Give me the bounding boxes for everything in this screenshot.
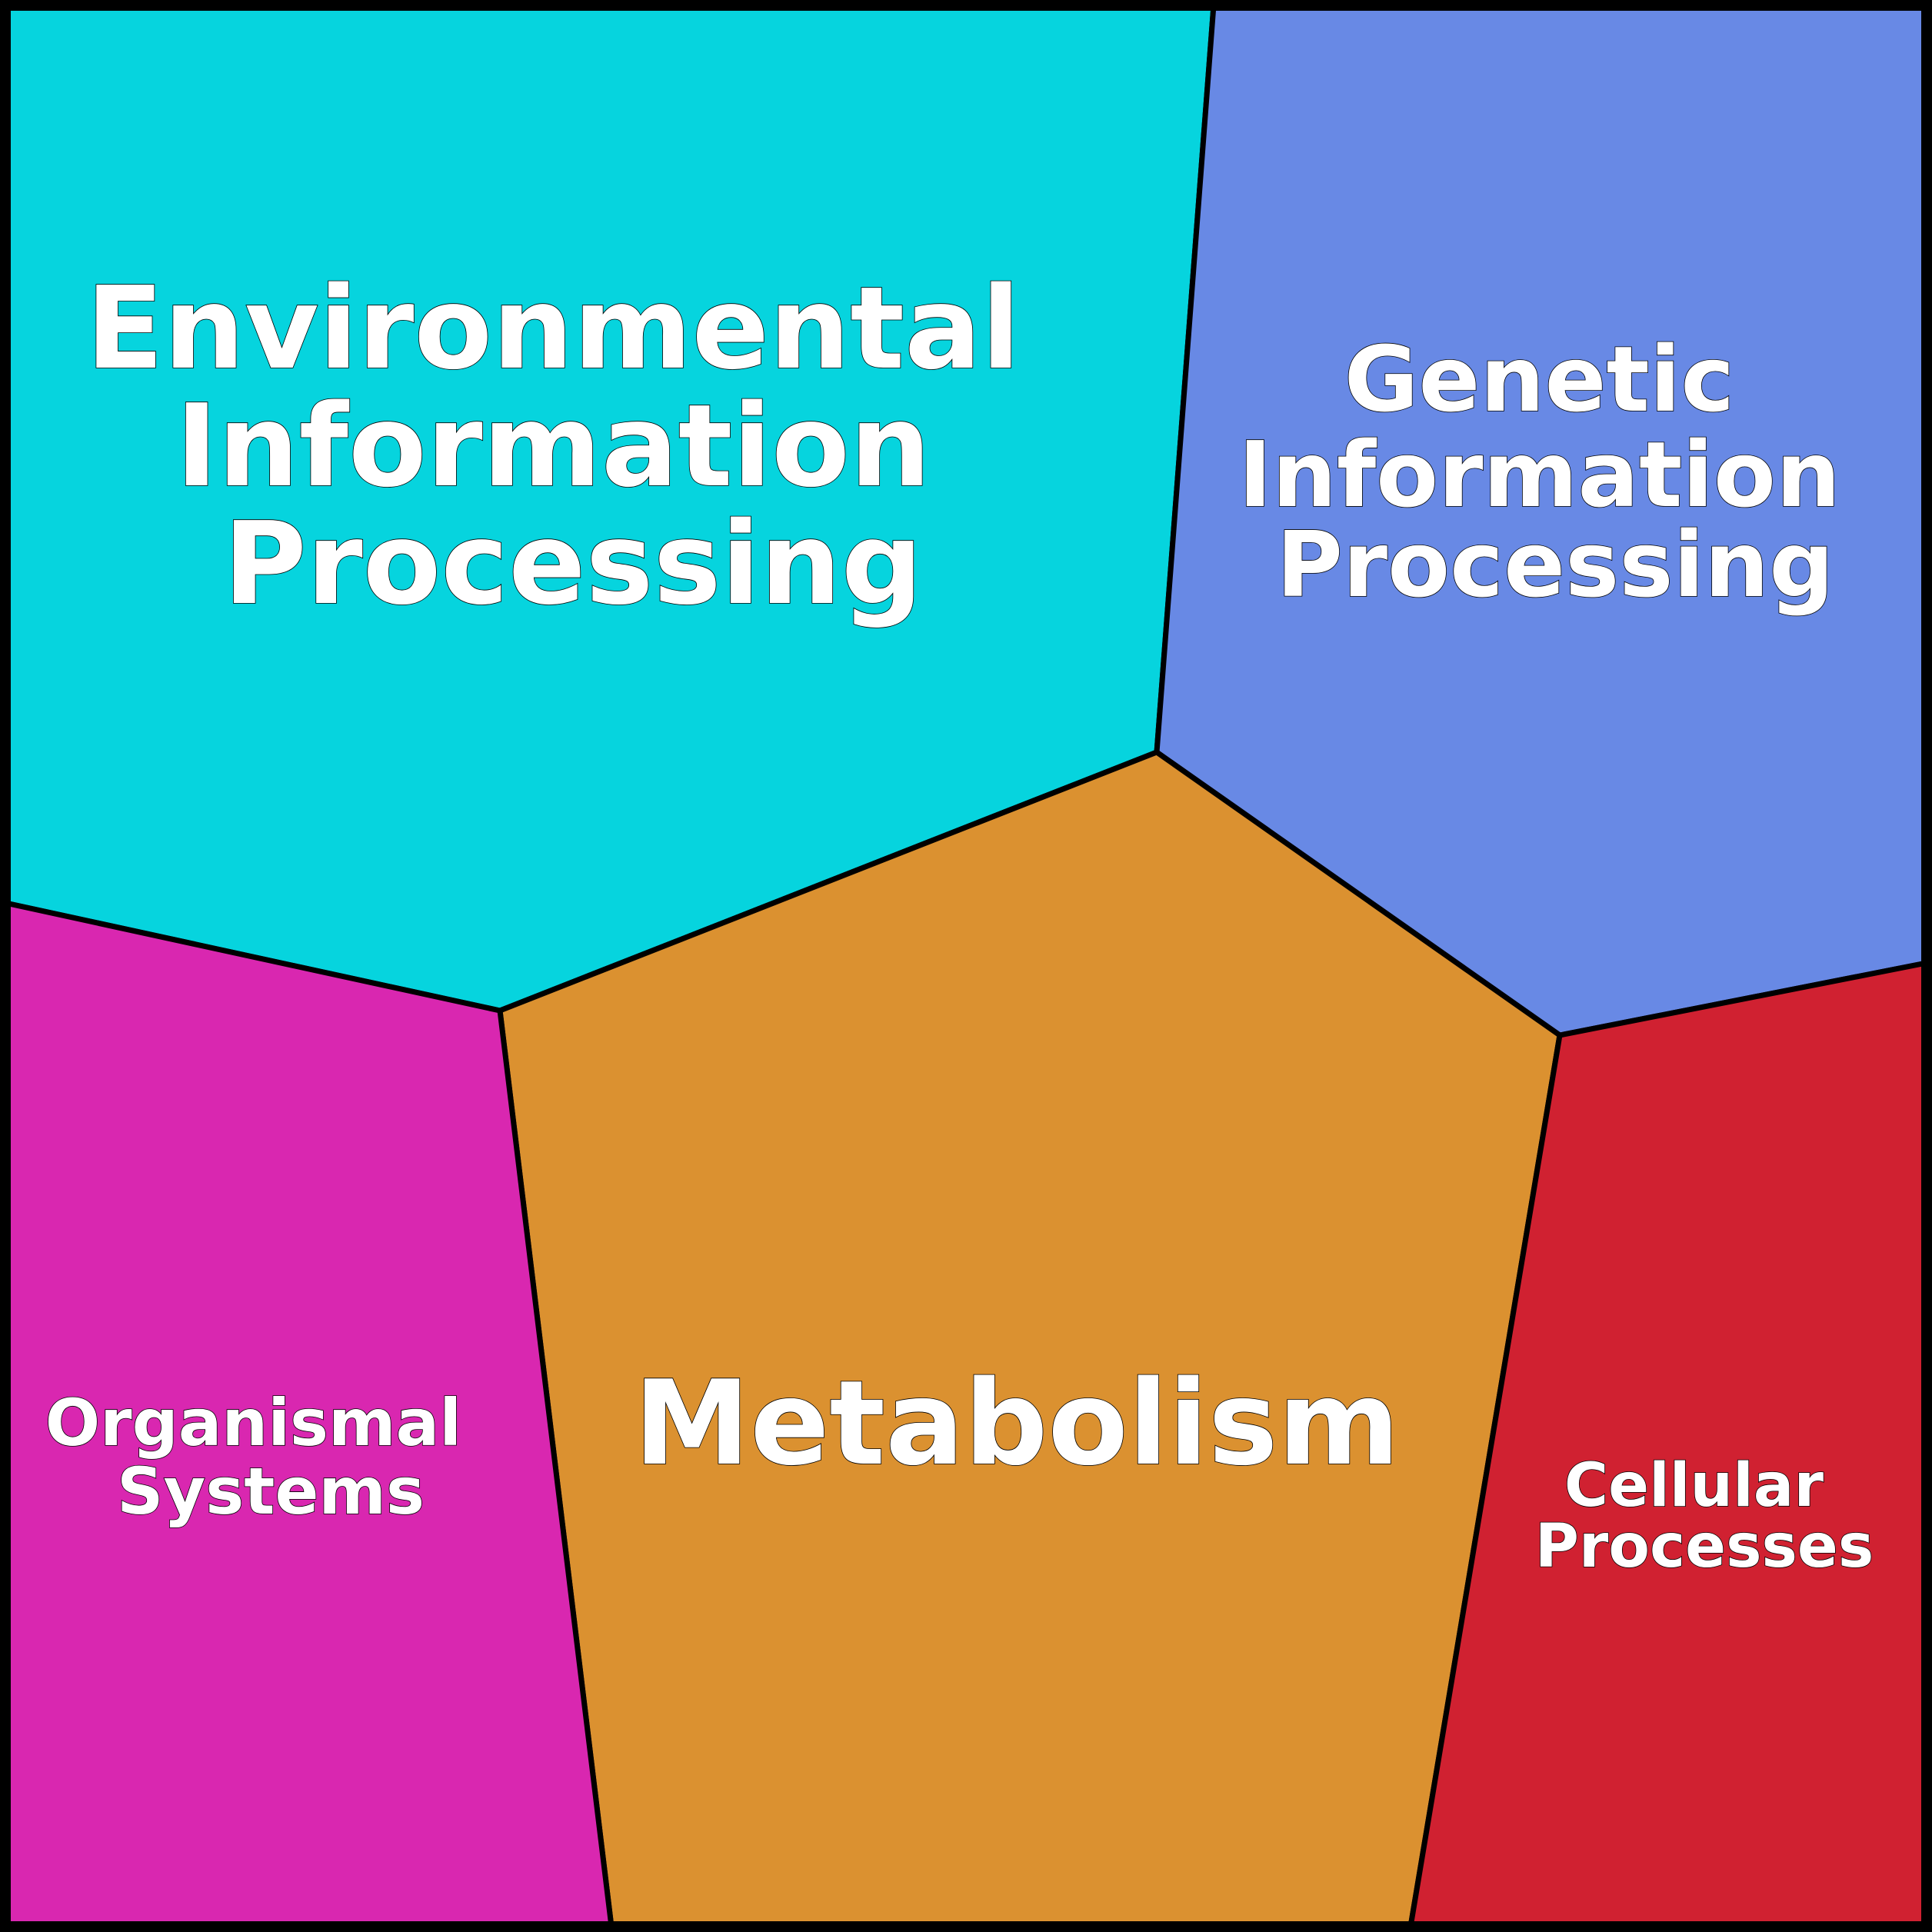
label-line: Systems	[117, 1454, 425, 1529]
label-line: Information	[1238, 421, 1840, 528]
label-line: Processes	[1535, 1512, 1874, 1581]
label-line: Metabolism	[634, 1355, 1400, 1491]
label-cellular-processes: Cellular Processes	[1535, 1451, 1874, 1581]
label-line: Organismal	[45, 1385, 461, 1461]
label-line: Environmental	[86, 262, 1021, 395]
label-genetic-information-processing: Genetic Information Processing	[1238, 326, 1872, 618]
label-line: Genetic	[1344, 326, 1735, 432]
label-line: Information	[175, 380, 931, 512]
label-line: Cellular	[1564, 1451, 1824, 1521]
label-organismal-systems: Organismal Systems	[45, 1385, 485, 1529]
label-line: Processing	[1276, 511, 1834, 618]
label-environmental-information-processing: Environmental Information Processing	[86, 262, 1061, 630]
label-metabolism: Metabolism	[634, 1355, 1400, 1491]
label-line: Processing	[223, 498, 922, 630]
